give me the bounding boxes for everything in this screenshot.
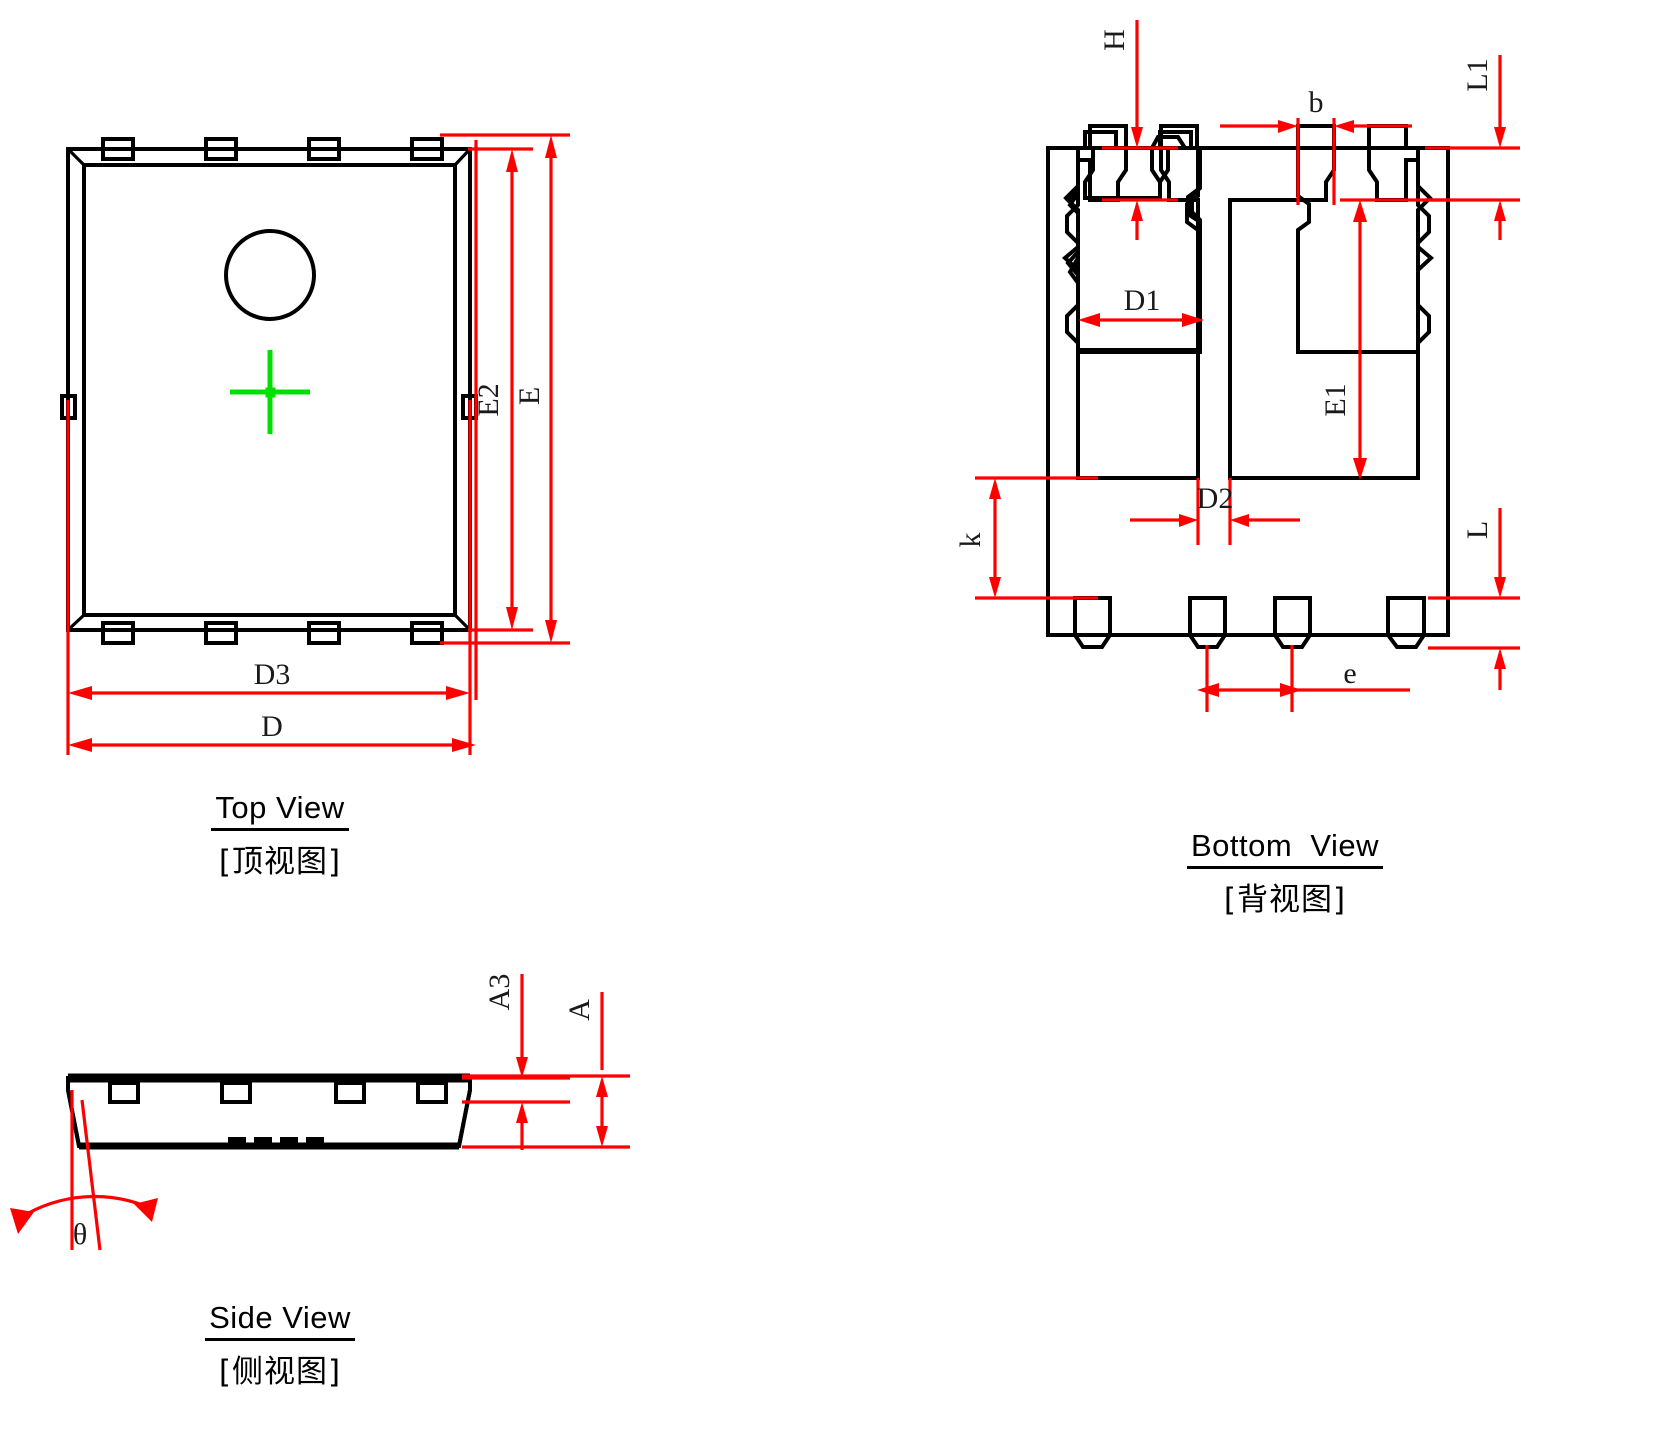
- label-e: e: [1343, 657, 1356, 690]
- side-view-leads: [108, 1081, 448, 1104]
- label-E1: E1: [1319, 383, 1352, 416]
- dimension-theta: [10, 1090, 158, 1251]
- bottom-view-body-outline: [1046, 146, 1450, 637]
- label-b: b: [1309, 86, 1324, 119]
- bottom-view-center-gap: [1196, 200, 1232, 478]
- dimension-D1: [1078, 313, 1204, 327]
- dimension-e: [1197, 645, 1410, 712]
- dimension-extension-lines: [66, 140, 478, 755]
- side-view-title-cn: [侧视图]: [218, 1354, 342, 1390]
- bottom-view-graphic: H b L1 D1: [954, 20, 1520, 712]
- label-D: D: [261, 710, 283, 743]
- dimension-A: [462, 992, 630, 1149]
- dimension-k: [975, 476, 1098, 600]
- label-H: H: [1098, 29, 1131, 51]
- side-view-body: [66, 1073, 472, 1150]
- top-view-title-cn: [顶视图]: [218, 844, 342, 880]
- dimension-E: [440, 133, 570, 645]
- label-A3: A3: [483, 974, 516, 1011]
- label-D3: D3: [254, 658, 291, 691]
- label-L: L: [1461, 521, 1494, 539]
- side-view-graphic: A3 A θ: [10, 974, 630, 1251]
- bottom-view-right-paddle: [1296, 146, 1435, 354]
- label-A: A: [563, 999, 596, 1021]
- dimension-D2: [1130, 478, 1300, 545]
- dimension-E1: [1340, 198, 1450, 480]
- bottom-view-bottom-leads: [1073, 596, 1426, 649]
- label-theta: θ: [73, 1218, 87, 1251]
- dimension-D: [68, 738, 476, 752]
- dimension-L: [1428, 508, 1520, 690]
- bottom-view-title: Bottom View [背视图]: [1140, 828, 1430, 919]
- bottom-view-paddles: [1065, 146, 1431, 480]
- dimension-E2: [468, 147, 533, 632]
- dimension-H: [1102, 20, 1178, 240]
- top-view-title-en: Top View: [211, 790, 349, 831]
- label-D1: D1: [1124, 284, 1161, 317]
- side-view-title: Side View [侧视图]: [155, 1300, 405, 1391]
- top-view-bottom-leads: [101, 621, 444, 645]
- label-E2: E2: [472, 383, 505, 416]
- top-view-title: Top View [顶视图]: [155, 790, 405, 881]
- bottom-view-title-en: Bottom View: [1186, 828, 1384, 869]
- dimension-A3: [462, 974, 570, 1150]
- dimension-D3: [68, 686, 470, 700]
- center-mark-icon: [230, 350, 310, 434]
- top-view-graphic: E2 E D3 D: [60, 133, 570, 755]
- top-view-top-leads: [101, 137, 444, 161]
- dimension-b: [1220, 118, 1412, 205]
- label-k: k: [954, 533, 987, 548]
- label-L1: L1: [1461, 58, 1494, 91]
- side-view-title-en: Side View: [205, 1300, 355, 1341]
- bottom-view-title-cn: [背视图]: [1223, 882, 1347, 918]
- pin1-circle-marker: [224, 229, 316, 321]
- label-E: E: [513, 387, 546, 405]
- label-D2: D2: [1197, 482, 1234, 515]
